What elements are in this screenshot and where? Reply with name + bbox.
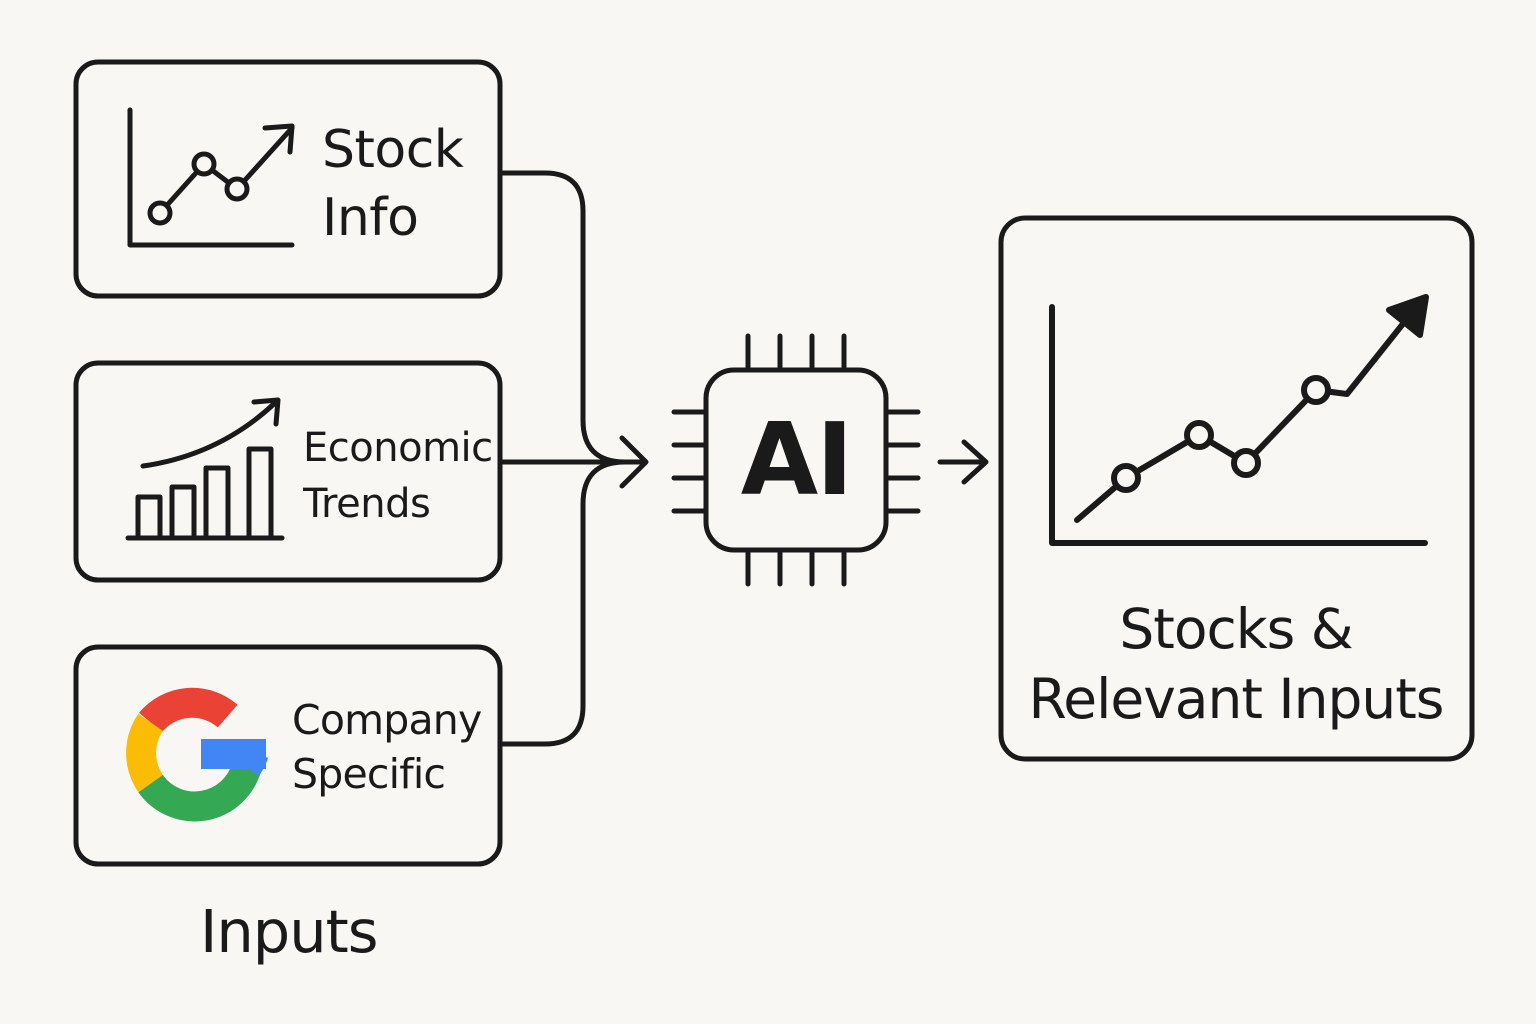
google-logo-icon [126, 687, 269, 822]
line-chart-up-icon [127, 107, 295, 248]
output-box [998, 215, 1475, 762]
stock-info-line1: Stock [322, 120, 464, 180]
stock-info-line2: Info [322, 188, 419, 248]
stock-info-box [73, 59, 503, 299]
input-connectors [497, 170, 649, 747]
ai-chip-icon [671, 333, 921, 587]
company-specific-label: Company Specific [292, 693, 482, 801]
inputs-caption: Inputs [200, 897, 379, 966]
arrowhead-to-ai [619, 435, 649, 489]
arrow-to-output [937, 439, 989, 485]
economic-trends-box [73, 360, 503, 583]
rising-chart-icon [1049, 294, 1429, 546]
company-specific-line1: Company [292, 696, 482, 744]
output-label: Stocks & Relevant Inputs [1002, 594, 1470, 734]
connector-company-specific [497, 459, 628, 747]
company-specific-box [73, 644, 503, 867]
ai-label: AI [740, 401, 854, 518]
stock-info-label: Stock Info [322, 116, 464, 252]
company-specific-line2: Specific [292, 750, 446, 798]
connector-stock-info [497, 170, 628, 465]
economic-trends-line2: Trends [303, 481, 431, 527]
output-line1: Stocks & [1119, 597, 1353, 661]
bar-chart-growth-icon [125, 397, 285, 541]
economic-trends-label: Economic Trends [303, 420, 499, 532]
economic-trends-line1: Economic [303, 425, 493, 471]
output-line2: Relevant Inputs [1028, 667, 1445, 731]
